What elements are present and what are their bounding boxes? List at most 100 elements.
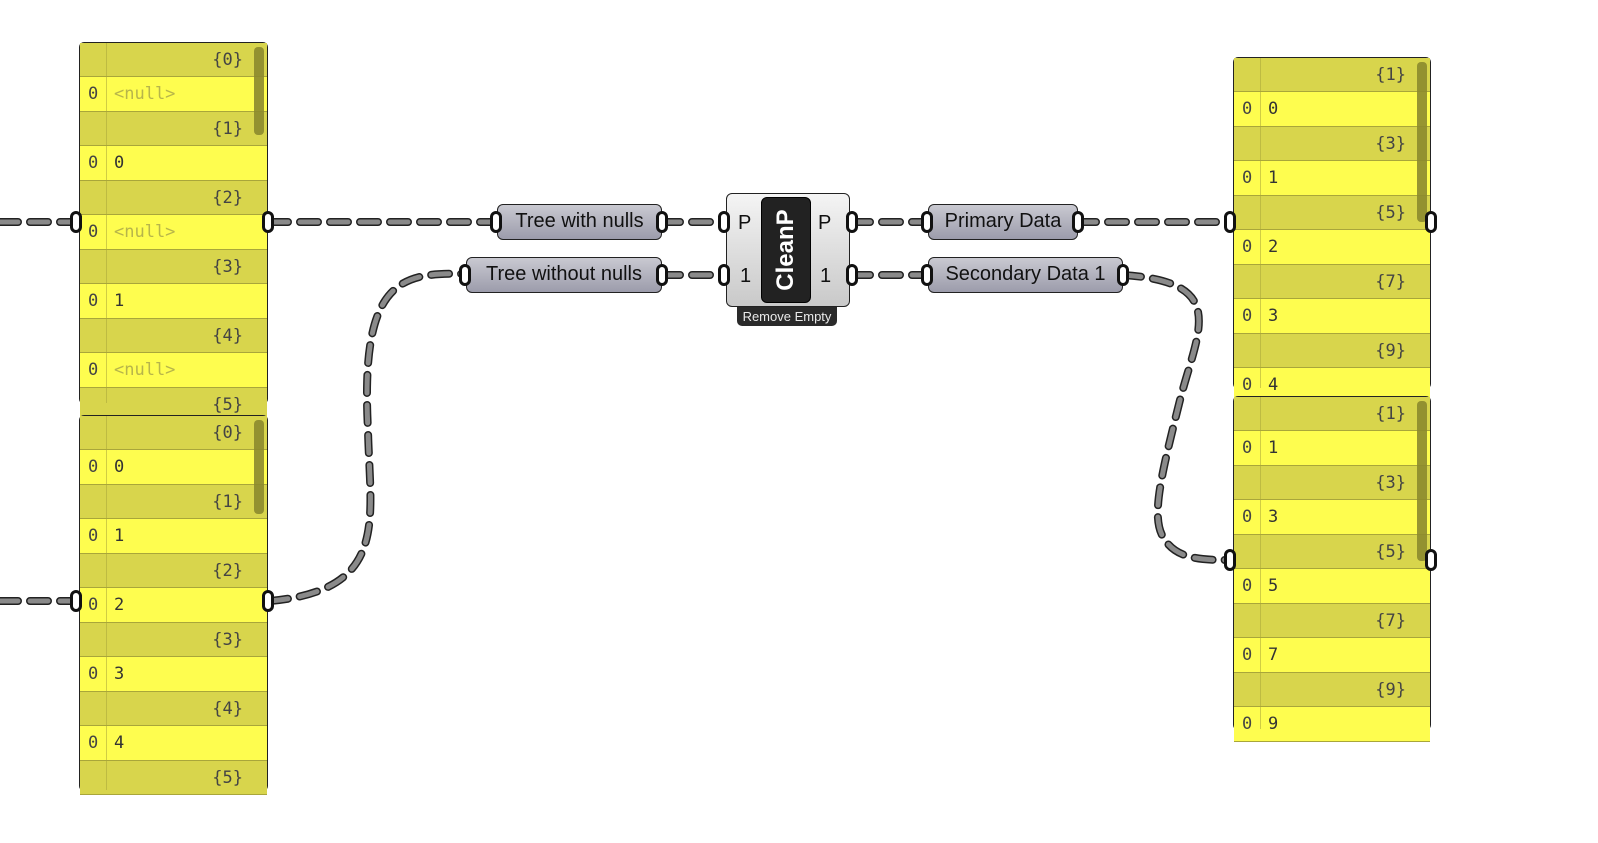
- param-input-grip[interactable]: [921, 211, 933, 233]
- component-input-grip-1[interactable]: [718, 264, 730, 286]
- cleanp-component[interactable]: P 1 CleanP P 1: [726, 193, 850, 307]
- item-index: 0: [1242, 576, 1253, 596]
- item-value: 4: [114, 733, 125, 753]
- param-output-grip[interactable]: [1117, 264, 1129, 286]
- panel-input-grip[interactable]: [70, 590, 82, 612]
- param-input-grip[interactable]: [921, 264, 933, 286]
- item-value: 2: [1268, 237, 1279, 257]
- panel-divider: [106, 43, 107, 403]
- param-tree-with-nulls[interactable]: Tree with nulls: [497, 204, 662, 240]
- component-input-p[interactable]: P: [738, 212, 752, 234]
- param-label: Tree with nulls: [515, 210, 644, 232]
- param-output-grip[interactable]: [656, 211, 668, 233]
- branch-path-header: {3}: [1234, 127, 1430, 161]
- param-tree-without-nulls[interactable]: Tree without nulls: [466, 257, 662, 293]
- panel-output-grip[interactable]: [262, 211, 274, 233]
- item-index: 0: [1242, 306, 1253, 326]
- branch-path-header: {4}: [80, 319, 267, 353]
- component-input-1[interactable]: 1: [740, 265, 752, 287]
- branch-path-header: {1}: [80, 112, 267, 146]
- item-value: 5: [1268, 576, 1279, 596]
- param-input-grip[interactable]: [490, 211, 502, 233]
- item-value: 2: [114, 595, 125, 615]
- list-item: 0 <null>: [80, 353, 267, 388]
- item-index: 0: [88, 526, 99, 546]
- branch-path-header: {1}: [80, 485, 267, 519]
- branch-path-header: {0}: [80, 416, 267, 450]
- branch-path-header: {7}: [1234, 265, 1430, 299]
- component-output-grip-1[interactable]: [846, 264, 858, 286]
- panel-input-grip[interactable]: [1224, 211, 1236, 233]
- item-value: 7: [1268, 645, 1279, 665]
- component-output-p[interactable]: P: [818, 212, 832, 234]
- branch-path-header: {3}: [1234, 466, 1430, 500]
- param-primary-data[interactable]: Primary Data: [928, 204, 1078, 240]
- item-index: 0: [1242, 168, 1253, 188]
- item-index: 0: [88, 360, 99, 380]
- panel-scrollbar[interactable]: [254, 420, 264, 514]
- branch-path-header: {2}: [80, 554, 267, 588]
- panel-output-grip[interactable]: [262, 590, 274, 612]
- panel-divider: [106, 416, 107, 790]
- panel-scrollbar[interactable]: [254, 47, 264, 135]
- branch-path-header: {5}: [1234, 535, 1430, 569]
- component-input-grip-p[interactable]: [718, 211, 730, 233]
- item-index: 0: [1242, 714, 1253, 734]
- branch-path-header: {2}: [80, 181, 267, 215]
- panel-input-grip[interactable]: [70, 211, 82, 233]
- panel-scrollbar[interactable]: [1417, 62, 1427, 222]
- item-index: 0: [88, 291, 99, 311]
- item-index: 0: [88, 222, 99, 242]
- panel-scrollbar[interactable]: [1417, 401, 1427, 561]
- list-item: 0<null>: [80, 77, 267, 112]
- param-label: Secondary Data 1: [945, 263, 1106, 285]
- item-null-value: <null>: [114, 222, 176, 242]
- param-secondary-data[interactable]: Secondary Data 1: [928, 257, 1123, 293]
- panel-output-grip[interactable]: [1425, 549, 1437, 571]
- item-index: 0: [88, 153, 99, 173]
- item-index: 0: [88, 84, 99, 104]
- item-null-value: <null>: [114, 360, 176, 380]
- item-value: 0: [114, 153, 125, 173]
- branch-path-header: {5}: [80, 761, 267, 795]
- item-value: 9: [1268, 714, 1279, 734]
- item-index: 0: [88, 457, 99, 477]
- component-output-1[interactable]: 1: [820, 265, 832, 287]
- component-output-grip-p[interactable]: [846, 211, 858, 233]
- item-value: 0: [1268, 99, 1279, 119]
- param-output-grip[interactable]: [656, 264, 668, 286]
- item-value: 1: [1268, 168, 1279, 188]
- component-nickname: CleanP: [772, 209, 799, 291]
- list-item: 0 <null>: [80, 215, 267, 250]
- component-nickname-box: CleanP: [761, 197, 811, 303]
- branch-path-header: {0}: [80, 43, 267, 77]
- panel-input-grip[interactable]: [1224, 549, 1236, 571]
- item-value: 3: [1268, 507, 1279, 527]
- item-index: 0: [1242, 237, 1253, 257]
- item-index: 0: [88, 733, 99, 753]
- param-input-grip[interactable]: [459, 264, 471, 286]
- param-output-grip[interactable]: [1072, 211, 1084, 233]
- branch-path-header: {4}: [80, 692, 267, 726]
- item-index: 0: [1242, 645, 1253, 665]
- panel-output-grip[interactable]: [1425, 211, 1437, 233]
